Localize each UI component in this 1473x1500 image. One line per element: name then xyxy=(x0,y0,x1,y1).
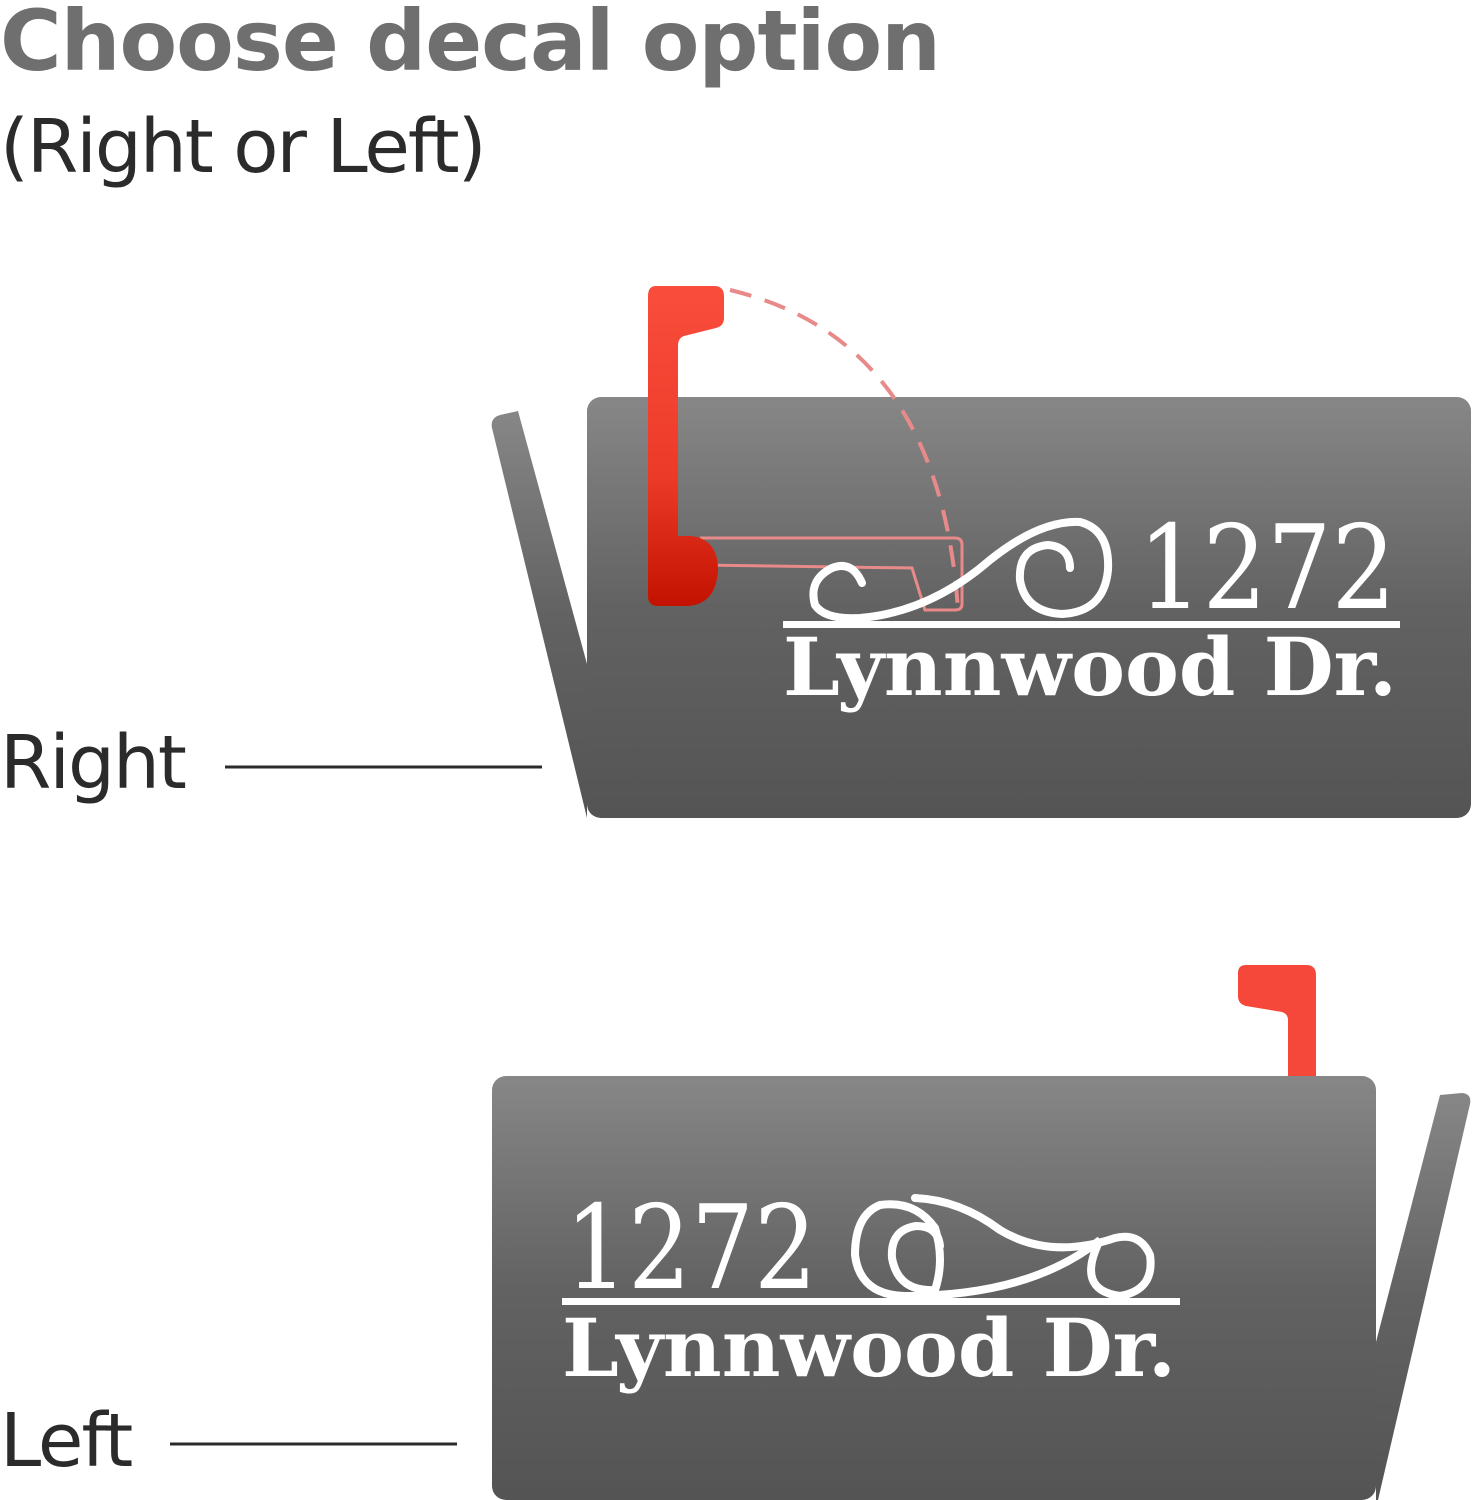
flag-icon xyxy=(1238,965,1316,1076)
page-title: Choose decal option xyxy=(0,0,941,90)
right-mailbox: 1272 Lynnwood Dr. xyxy=(491,286,1471,818)
mailbox-door xyxy=(491,411,587,818)
street-name: Lynnwood Dr. xyxy=(562,1301,1176,1395)
mailbox-body xyxy=(587,397,1471,818)
scroll-ornament xyxy=(850,1194,1155,1301)
page-subtitle: (Right or Left) xyxy=(0,104,487,190)
flag-down-outline xyxy=(699,536,964,612)
street-name: Lynnwood Dr. xyxy=(783,620,1397,714)
house-number: 1272 xyxy=(1138,501,1396,636)
left-mailbox: 1272 Lynnwood Dr. xyxy=(492,965,1471,1500)
flag-icon xyxy=(648,286,724,606)
decal-divider xyxy=(783,621,1400,628)
option-label-left: Left xyxy=(0,1398,133,1484)
scroll-ornament xyxy=(809,517,1113,623)
decal-divider xyxy=(562,1298,1180,1305)
house-number: 1272 xyxy=(565,1181,817,1316)
option-label-right: Right xyxy=(0,720,187,806)
flag-swing-path xyxy=(729,288,960,611)
mailbox-door xyxy=(1376,1093,1471,1500)
